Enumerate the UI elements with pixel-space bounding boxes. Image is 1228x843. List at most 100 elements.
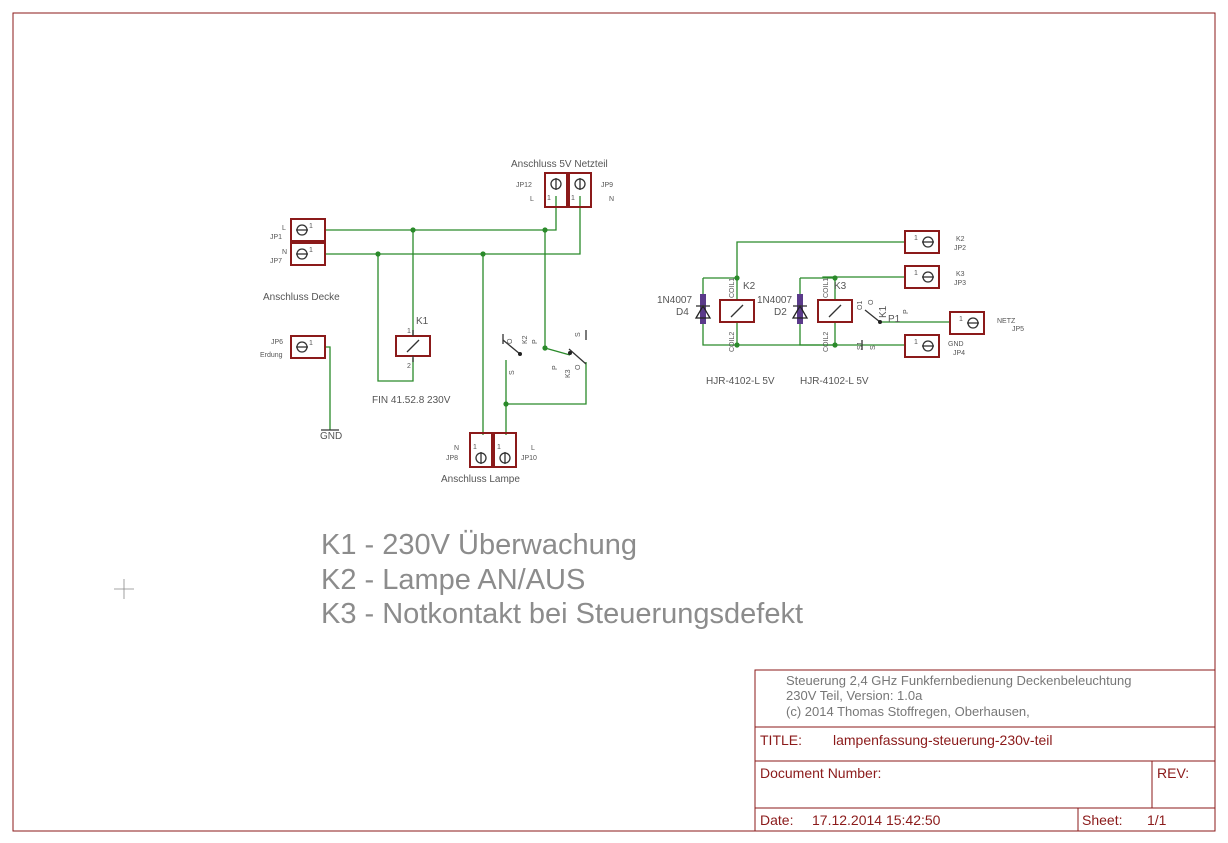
wires-230v: [325, 196, 587, 435]
gnd-label: GND: [320, 431, 342, 442]
jp6-name: JP6: [271, 339, 283, 346]
k3-contact-name: K3: [565, 369, 572, 378]
tb-date-value: 17.12.2014 15:42:50: [812, 812, 941, 828]
k2-contact-s: S: [575, 332, 582, 337]
k3-contact-o: O: [575, 364, 582, 370]
jp4-pin-one: 1: [914, 339, 918, 346]
k2-contact-o: O: [507, 338, 514, 344]
jp5-name: JP5: [1012, 326, 1024, 333]
drawing-frame: [12, 12, 1216, 832]
jp7-pin-one: 1: [309, 247, 313, 254]
jp3-pin-one: 1: [914, 270, 918, 277]
connector-jp2: 1: [904, 230, 940, 254]
k3-contact-s: S: [509, 370, 516, 375]
tb-date-label: Date:: [760, 812, 793, 828]
jp7-name: JP7: [270, 258, 282, 265]
lampe-pin-one-b: 1: [497, 444, 501, 451]
k3-coil1: COIL1: [823, 278, 830, 298]
jp2-pin-one: 1: [914, 235, 918, 242]
junctions-230v: [375, 227, 548, 407]
lampe-title: Anschluss Lampe: [441, 474, 520, 485]
jp2-name: JP2: [954, 245, 966, 252]
tb-sheet-label: Sheet:: [1082, 812, 1122, 828]
d4-type: 1N4007: [657, 295, 692, 306]
jp6-pin-one: 1: [309, 340, 313, 347]
k1c-name: K1: [878, 305, 889, 318]
wires-5v: [702, 241, 950, 346]
k2-coil1: COIL1: [729, 278, 736, 298]
crosshair-cursor-icon: [114, 579, 134, 599]
jp7-pin: N: [282, 249, 287, 256]
connector-lampe: 1 1: [469, 432, 517, 468]
jp6-pin: Erdung: [260, 352, 283, 359]
lampe-right-name: JP10: [521, 455, 537, 462]
d4-name: D4: [676, 307, 689, 318]
note-k3: K3 - Notkontakt bei Steuerungsdefekt: [321, 598, 803, 630]
k1-type: FIN 41.52.8 230V: [372, 395, 451, 406]
lampe-left-name: JP8: [446, 455, 458, 462]
k1c-s-mark: S: [870, 345, 877, 350]
k1-pin-b: 2: [407, 363, 411, 370]
jp4-name: JP4: [953, 350, 965, 357]
k1c-p-mark: P: [903, 309, 910, 314]
tb-sheet-value: 1/1: [1147, 812, 1167, 828]
lampe-left-pin: N: [454, 445, 459, 452]
connector-jp3: 1: [904, 265, 940, 289]
tb-desc-3: (c) 2014 Thomas Stoffregen, Oberhausen,: [786, 704, 1030, 719]
connector-netzteil: 1 1: [544, 172, 592, 208]
jp2-pin: K2: [956, 236, 965, 243]
k1c-o-mark: O: [868, 299, 875, 305]
relay-k1-coil: [395, 330, 431, 362]
k3-type: HJR-4102-L 5V: [800, 376, 869, 387]
k1c-p: P1: [888, 314, 901, 325]
connector-jp1: 1: [290, 218, 326, 242]
relay-k3-coil: [817, 299, 853, 323]
junctions-5v: [734, 275, 838, 348]
tb-desc-2: 230V Teil, Version: 1.0a: [786, 688, 923, 703]
netzteil-right-pin: N: [609, 196, 614, 203]
k3-contact-p: P: [552, 365, 559, 370]
relay-k1-contact: [861, 309, 882, 350]
k2-contact-p: P: [532, 339, 539, 344]
relay-k2-contact: [502, 330, 587, 365]
jp1-pin: L: [282, 225, 286, 232]
k2-name: K2: [743, 281, 756, 292]
k1-pin-a: 1: [407, 328, 411, 335]
tb-rev-label: REV:: [1157, 765, 1189, 781]
lampe-right-pin: L: [531, 445, 535, 452]
connector-jp4: 1: [904, 334, 940, 358]
k3-coil2: COIL2: [823, 332, 830, 352]
k1c-s: S1: [857, 341, 864, 350]
d2-name: D2: [774, 307, 787, 318]
decke-label: Anschluss Decke: [263, 292, 340, 303]
netzteil-left-pin: L: [530, 196, 534, 203]
k1c-o: O1: [857, 301, 864, 310]
tb-title-label: TITLE:: [760, 732, 802, 748]
connector-jp6: 1: [290, 335, 326, 359]
tb-title-value: lampenfassung-steuerung-230v-teil: [833, 732, 1052, 748]
tb-docnum-label: Document Number:: [760, 765, 881, 781]
diode-d4: [694, 294, 712, 324]
jp1-name: JP1: [270, 234, 282, 241]
tb-desc-1: Steuerung 2,4 GHz Funkfernbedienung Deck…: [786, 673, 1131, 688]
note-k1: K1 - 230V Überwachung: [321, 529, 637, 561]
k2-coil2: COIL2: [729, 332, 736, 352]
netzteil-left-name: JP12: [516, 182, 532, 189]
title-block: [754, 669, 1216, 832]
k2-type: HJR-4102-L 5V: [706, 376, 775, 387]
lampe-pin-one: 1: [473, 444, 477, 451]
jp5-pin: NETZ: [997, 318, 1016, 325]
note-k2: K2 - Lampe AN/AUS: [321, 564, 585, 596]
diode-d2: [791, 294, 809, 324]
k3-name: K3: [834, 281, 847, 292]
k2-contact-name: K2: [522, 335, 529, 344]
connector-jp5: 1: [949, 311, 985, 335]
netzteil-title: Anschluss 5V Netzteil: [511, 159, 608, 170]
d2-type: 1N4007: [757, 295, 792, 306]
jp5-pin-one: 1: [959, 316, 963, 323]
relay-k2-coil: [719, 299, 755, 323]
netzteil-right-name: JP9: [601, 182, 613, 189]
connector-jp7: 1: [290, 242, 326, 266]
netzteil-pin-one-b: 1: [571, 195, 575, 202]
